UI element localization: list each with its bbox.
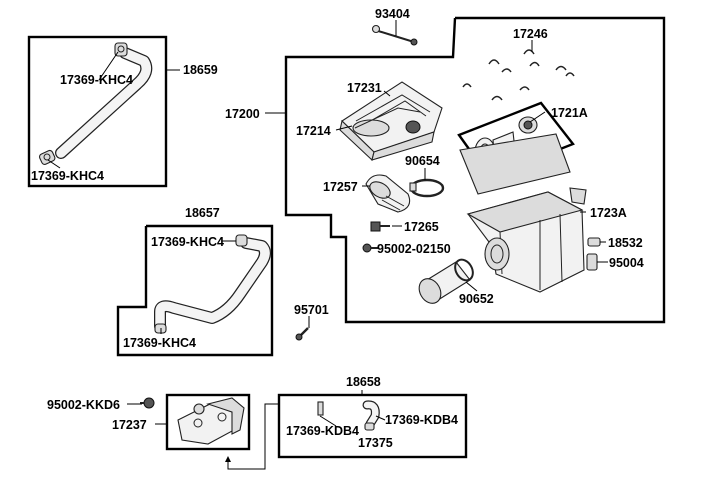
leader-lines <box>47 20 608 427</box>
box-18658 <box>277 393 468 459</box>
screw-93404 <box>371 24 418 46</box>
label-90652: 90652 <box>459 292 494 306</box>
label-17369-khc4: 17369-KHC4 <box>60 73 133 87</box>
bolt-95701 <box>295 327 309 341</box>
label-18532: 18532 <box>608 236 643 250</box>
label-95002-02150: 95002-02150 <box>377 242 451 256</box>
drain-95004 <box>586 253 598 271</box>
label-17237: 17237 <box>112 418 147 432</box>
label-17231: 17231 <box>347 81 382 95</box>
label-17246: 17246 <box>513 27 548 41</box>
hose-18657 <box>154 237 271 332</box>
label-17369-kdb4: 17369-KDB4 <box>286 424 359 438</box>
hose-18658 <box>362 400 380 429</box>
bracket-17237 <box>177 397 245 445</box>
label-18659: 18659 <box>183 63 218 77</box>
label-1723a: 1723A <box>590 206 627 220</box>
clamp-90654 <box>409 178 445 198</box>
label-17265: 17265 <box>404 220 439 234</box>
main-assembly-outline <box>284 16 666 324</box>
clips-17246 <box>462 49 575 101</box>
label-18658: 18658 <box>346 375 381 389</box>
clamp-icon <box>235 234 248 247</box>
label-17375: 17375 <box>358 436 393 450</box>
label-95002-kkd6: 95002-KKD6 <box>47 398 120 412</box>
clamp-icon <box>364 422 375 431</box>
label-18657: 18657 <box>185 206 220 220</box>
label-17369-khc4: 17369-KHC4 <box>123 336 196 350</box>
filter-element-17214 <box>352 107 421 137</box>
label-17369-kdb4: 17369-KDB4 <box>385 413 458 427</box>
bolt-17265 <box>370 221 390 232</box>
duct-90652 <box>418 258 474 304</box>
label-90654: 90654 <box>405 154 440 168</box>
label-17369-khc4: 17369-KHC4 <box>151 235 224 249</box>
label-17200: 17200 <box>225 107 260 121</box>
box-18657 <box>116 224 274 357</box>
label-17257: 17257 <box>323 180 358 194</box>
label-95701: 95701 <box>294 303 329 317</box>
hose-18659 <box>55 47 153 159</box>
part-labels: 93404 17246 18659 17369-KHC4 17369-KHC4 … <box>31 7 644 450</box>
box-17237 <box>165 393 251 451</box>
label-17214: 17214 <box>296 124 331 138</box>
plug-18532 <box>587 237 601 247</box>
clamp-icon <box>317 401 324 416</box>
air-cleaner-case-1723a <box>459 133 587 293</box>
bolt-95002-02150 <box>362 243 378 253</box>
bolt-95002-kkd6 <box>140 397 155 409</box>
label-95004: 95004 <box>609 256 644 270</box>
arrow-icon <box>225 456 231 462</box>
box-18659 <box>27 35 168 188</box>
clamp-icon <box>38 149 56 165</box>
duct-17257 <box>365 174 411 213</box>
connector-line <box>227 403 279 470</box>
label-1721a: 1721A <box>551 106 588 120</box>
label-17369-khc4: 17369-KHC4 <box>31 169 104 183</box>
label-93404: 93404 <box>375 7 410 21</box>
